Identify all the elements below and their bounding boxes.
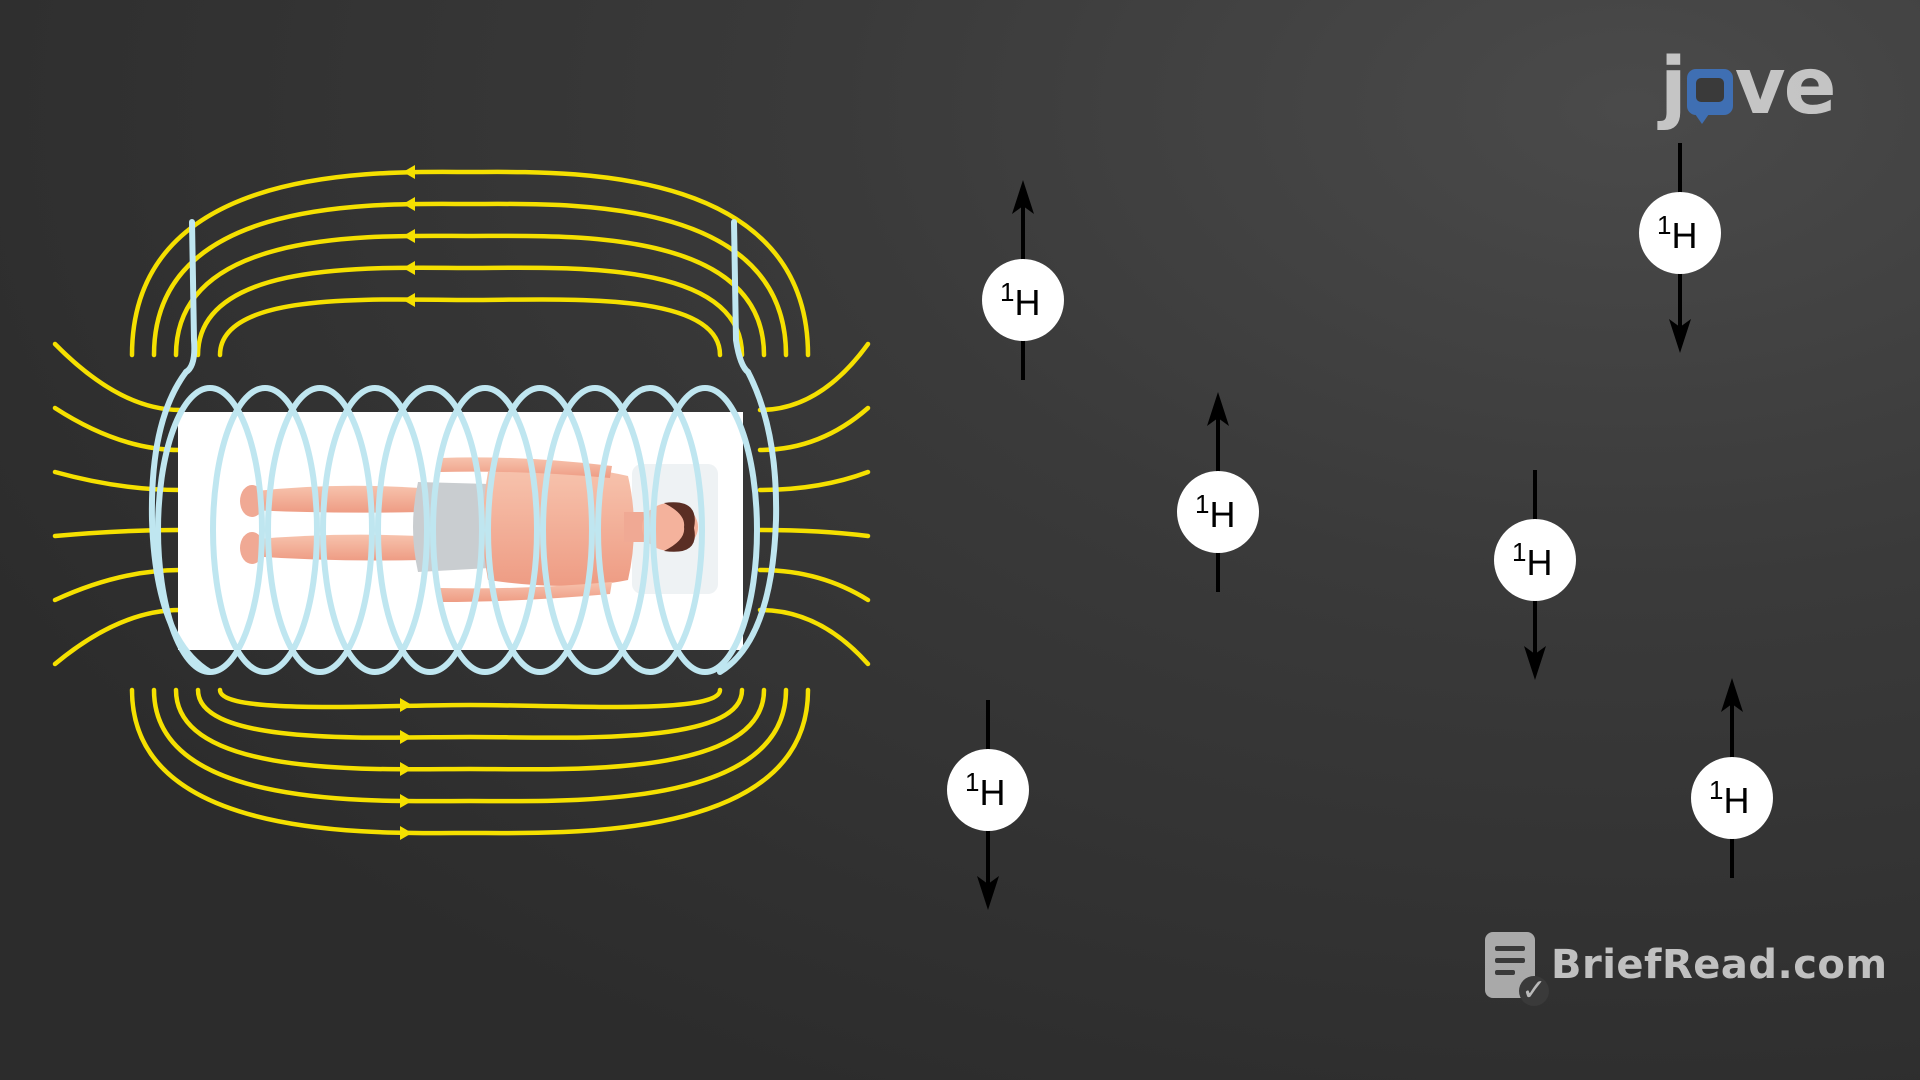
hydrogen-proton-down: 1H <box>947 700 1029 910</box>
field-line <box>129 687 811 836</box>
jove-logo: jjoveve <box>1660 42 1836 132</box>
proton-element-symbol: H <box>1209 494 1235 535</box>
coil-turn <box>320 385 430 675</box>
proton-circle <box>1494 519 1576 601</box>
spin-down-arrow-icon <box>977 876 999 910</box>
coil-turn <box>375 385 485 675</box>
field-line <box>52 341 183 413</box>
proton-label: 1H <box>1512 537 1552 583</box>
field-line <box>195 265 745 358</box>
field-line <box>757 469 871 493</box>
field-line <box>151 687 789 804</box>
field-line <box>151 201 789 358</box>
coil-turn <box>540 385 650 675</box>
coil-turn <box>148 369 213 675</box>
field-arrow <box>400 762 412 776</box>
field-arrow <box>400 698 412 712</box>
proton-mass-number: 1 <box>1512 537 1526 567</box>
proton-label: 1H <box>1195 489 1235 535</box>
briefread-watermark: ✓ BriefRead.com <box>1485 925 1888 1006</box>
spin-up-arrow-icon <box>1012 180 1034 214</box>
proton-circle <box>1177 471 1259 553</box>
proton-element-symbol: H <box>979 772 1005 813</box>
field-arrow <box>403 293 415 307</box>
proton-mass-number: 1 <box>1657 210 1671 240</box>
spin-up-arrow-icon <box>1721 678 1743 712</box>
proton-label: 1H <box>1657 210 1697 256</box>
proton-label: 1H <box>965 767 1005 813</box>
field-arrow <box>403 165 415 179</box>
field-arrow <box>403 261 415 275</box>
proton-label: 1H <box>1000 277 1040 323</box>
field-line <box>52 469 183 493</box>
field-line <box>52 567 183 603</box>
field-line <box>217 297 723 358</box>
coil-turn <box>717 369 780 675</box>
field-arrow <box>403 197 415 211</box>
field-line <box>52 527 183 539</box>
field-arrow <box>400 826 412 840</box>
proton-element-symbol: H <box>1526 542 1552 583</box>
field-arrow <box>400 730 412 744</box>
proton-mass-number: 1 <box>1709 775 1723 805</box>
proton-circle <box>947 749 1029 831</box>
mri-coil <box>148 219 780 675</box>
field-line <box>757 341 871 413</box>
briefread-text: BriefRead.com <box>1551 942 1888 988</box>
coil-turn <box>265 385 375 675</box>
field-line <box>757 567 871 603</box>
proton-element-symbol: H <box>1671 215 1697 256</box>
field-line <box>217 687 723 710</box>
hydrogen-proton-up: 1H <box>982 180 1064 380</box>
field-line <box>52 607 183 667</box>
spin-down-arrow-icon <box>1524 646 1546 680</box>
coil-turn <box>650 385 760 675</box>
field-line <box>195 687 745 740</box>
spin-down-arrow-icon <box>1669 319 1691 353</box>
hydrogen-proton-down: 1H <box>1494 470 1576 680</box>
document-check-icon: ✓ <box>1485 932 1549 1006</box>
field-line <box>173 233 767 358</box>
proton-circle <box>1691 757 1773 839</box>
proton-mass-number: 1 <box>1195 489 1209 519</box>
proton-element-symbol: H <box>1723 780 1749 821</box>
proton-circle <box>1639 192 1721 274</box>
hydrogen-proton-up: 1H <box>1691 678 1773 878</box>
field-line <box>757 607 871 667</box>
field-arrow <box>400 794 412 808</box>
proton-circle <box>982 259 1064 341</box>
hydrogen-proton-up: 1H <box>1177 392 1259 592</box>
spin-up-arrow-icon <box>1207 392 1229 426</box>
proton-mass-number: 1 <box>1000 277 1014 307</box>
proton-label: 1H <box>1709 775 1749 821</box>
coil-turn <box>595 385 705 675</box>
coil-turn <box>210 385 320 675</box>
proton-mass-number: 1 <box>965 767 979 797</box>
coil-lead <box>183 219 198 375</box>
coil-turn <box>430 385 540 675</box>
field-line <box>173 687 767 772</box>
hydrogen-proton-down: 1H <box>1639 143 1721 353</box>
speech-bubble-icon <box>1686 69 1733 124</box>
field-line <box>757 405 871 453</box>
field-arrow <box>403 229 415 243</box>
proton-element-symbol: H <box>1014 282 1040 323</box>
coil-turn <box>485 385 595 675</box>
